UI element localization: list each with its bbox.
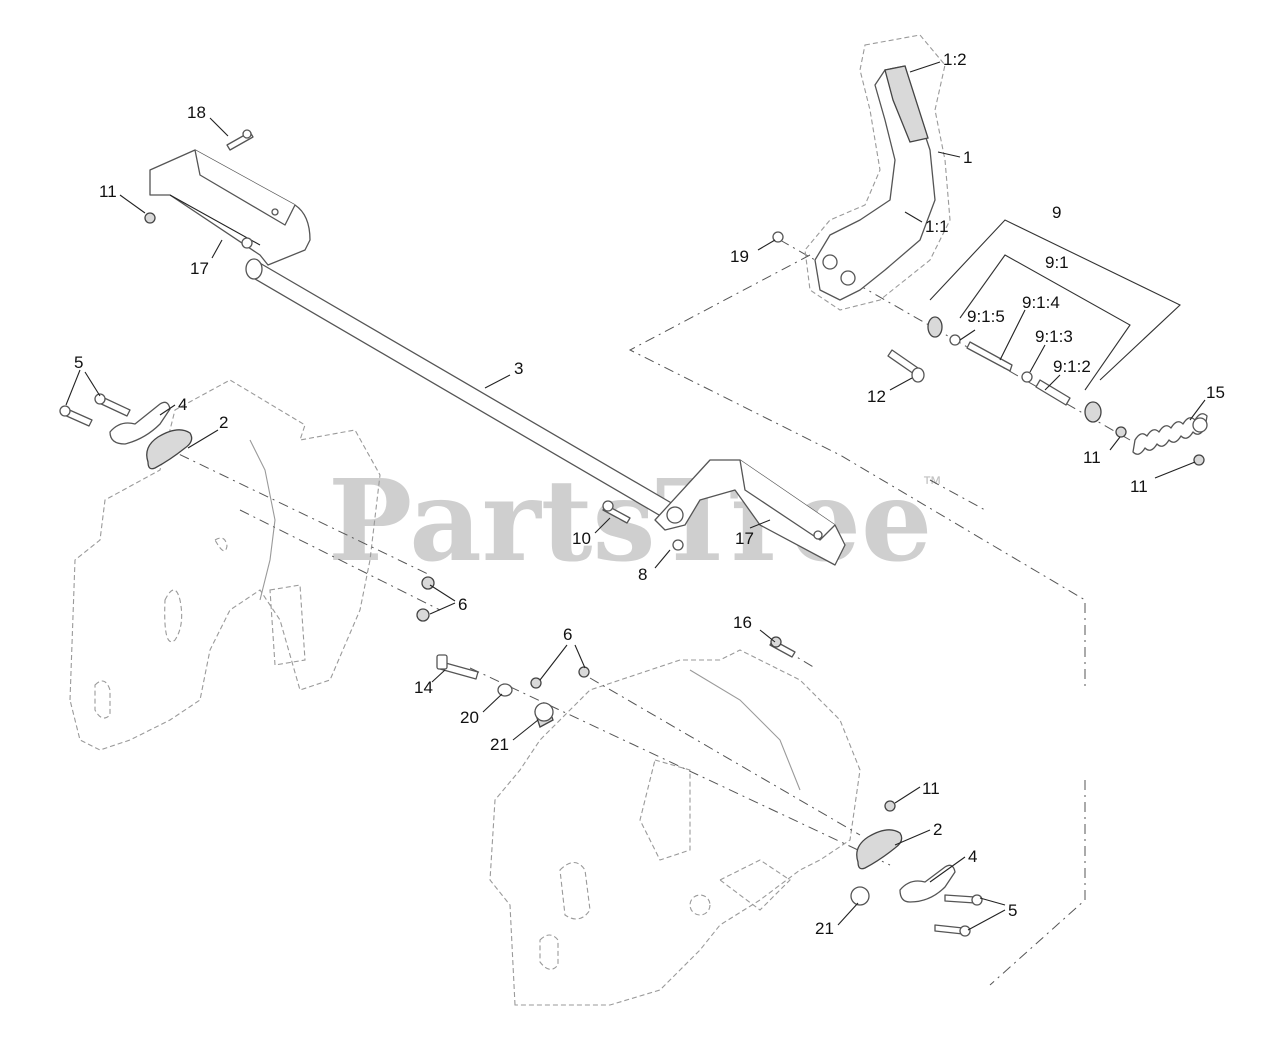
callout-12: 12 bbox=[867, 387, 886, 406]
bolt-part-16 bbox=[769, 636, 796, 658]
callout-17-left: 17 bbox=[190, 259, 209, 278]
callout-6-right: 6 bbox=[563, 625, 572, 644]
callout-9-1-2: 9:1:2 bbox=[1053, 357, 1091, 376]
callout-9: 9 bbox=[1052, 203, 1061, 222]
callout-2-left: 2 bbox=[219, 413, 228, 432]
watermark-trademark: ™ bbox=[922, 473, 942, 495]
bolt-part-10 bbox=[602, 500, 631, 524]
nut-part-11-spring-a bbox=[1115, 426, 1127, 438]
leader-lines bbox=[65, 61, 1206, 931]
callout-15: 15 bbox=[1206, 383, 1225, 402]
callout-14: 14 bbox=[414, 678, 433, 697]
callout-17-right: 17 bbox=[735, 529, 754, 548]
bolt-part-14 bbox=[436, 654, 479, 680]
group-box-9 bbox=[929, 219, 1181, 391]
bolt-part-18 bbox=[226, 129, 254, 151]
nuts-part-6-right bbox=[530, 666, 590, 689]
bracket-part-17-left bbox=[149, 149, 311, 266]
callout-19: 19 bbox=[730, 247, 749, 266]
callout-11-bracket: 11 bbox=[99, 182, 117, 201]
callout-1-1: 1:1 bbox=[925, 217, 949, 236]
callout-2-right: 2 bbox=[933, 820, 942, 839]
callout-11-spring-a: 11 bbox=[1083, 448, 1101, 467]
callout-8: 8 bbox=[638, 565, 647, 584]
callout-5-right: 5 bbox=[1008, 901, 1017, 920]
callout-20: 20 bbox=[460, 708, 479, 727]
spring-part-15 bbox=[1132, 413, 1208, 455]
nut-part-11-spring-b bbox=[1193, 454, 1205, 466]
washer-part-8 bbox=[672, 539, 684, 551]
clamp-part-4-left bbox=[109, 401, 171, 445]
callout-4-left: 4 bbox=[178, 395, 187, 414]
bracket-part-17-right bbox=[654, 459, 846, 566]
callout-11-spring-b: 11 bbox=[1130, 477, 1148, 496]
callout-9-1-5: 9:1:5 bbox=[967, 307, 1005, 326]
callout-4-right: 4 bbox=[968, 847, 977, 866]
callout-16: 16 bbox=[733, 613, 752, 632]
nut-part-11-lower bbox=[884, 800, 896, 812]
callout-1-2: 1:2 bbox=[943, 50, 967, 69]
callout-9-1-3: 9:1:3 bbox=[1035, 327, 1073, 346]
washer-part-20 bbox=[497, 683, 513, 697]
bushing-part-9 bbox=[927, 316, 1102, 423]
callout-21-lower: 21 bbox=[815, 919, 834, 938]
pin-part-12 bbox=[887, 349, 925, 383]
callout-10: 10 bbox=[572, 529, 591, 548]
callout-3: 3 bbox=[514, 359, 523, 378]
watermark-text: PartsTree bbox=[328, 456, 932, 587]
callout-6-left: 6 bbox=[458, 595, 467, 614]
bearing-flange-part-2-right bbox=[856, 829, 903, 870]
bolts-part-5-left bbox=[59, 393, 131, 427]
callout-9-1-4: 9:1:4 bbox=[1022, 293, 1060, 312]
washer-part-19 bbox=[772, 231, 784, 243]
bushing-part-21-lower bbox=[850, 886, 870, 906]
left-frame-plate bbox=[69, 379, 381, 751]
callout-labels: 1:2 1 1:1 9 9:1 9:1:5 9:1:4 9:1:3 9:1:2 … bbox=[74, 50, 1225, 938]
assembly-boundary bbox=[628, 254, 1086, 690]
callout-11-lower: 11 bbox=[922, 779, 940, 798]
pedal-arm-part-1 bbox=[804, 34, 951, 311]
bushing-part-21-upper bbox=[534, 702, 554, 728]
callout-21-upper: 21 bbox=[490, 735, 509, 754]
callout-9-1: 9:1 bbox=[1045, 253, 1069, 272]
nut-part-11-bracket bbox=[144, 212, 156, 224]
bolts-part-5-right bbox=[934, 894, 983, 937]
bearing-flange-part-2-left bbox=[146, 429, 193, 470]
callout-18: 18 bbox=[187, 103, 206, 122]
right-frame-plate bbox=[489, 649, 861, 1006]
callout-1: 1 bbox=[963, 148, 972, 167]
callout-5-left: 5 bbox=[74, 353, 83, 372]
